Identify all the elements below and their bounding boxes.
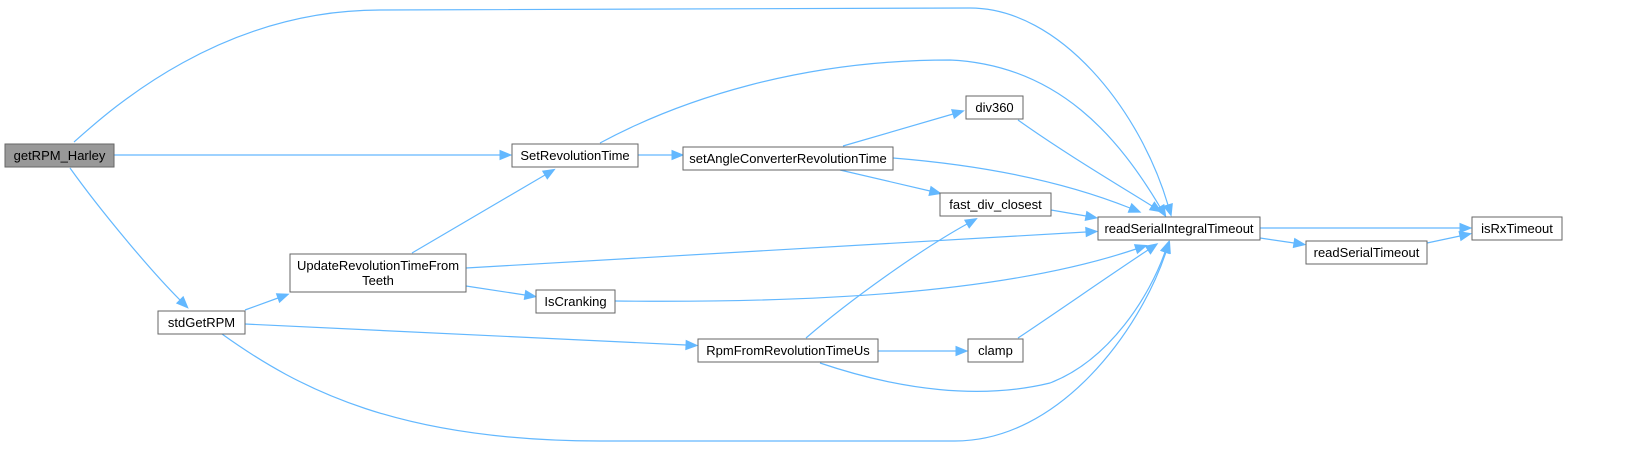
node-box [939,192,1052,217]
node-box [511,143,639,168]
edge-std-get-rpm-to-rpm-from-revolution-time-us-arrowhead [685,339,699,351]
edge-std-get-rpm-to-update-revolution-time-from-teeth-arrowhead [275,293,290,304]
edge-set-angle-converter-revolution-time-to-read-serial-integral-timeout-arrowhead [1127,202,1142,213]
edge-set-angle-converter-revolution-time-to-fast-div-closest-arrowhead [928,185,942,197]
edge-read-serial-integral-timeout-to-read-serial-timeout-arrowhead [1292,237,1307,249]
node-box [967,338,1024,363]
node-box [4,143,115,168]
edge-set-angle-converter-revolution-time-to-div360 [842,113,954,147]
node-box [289,253,467,293]
node-label: setAngleConverterRevolutionTime [689,151,887,166]
node-read-serial-integral-timeout[interactable]: readSerialIntegralTimeout [1097,216,1261,241]
edge-update-revolution-time-from-teeth-to-read-serial-integral-timeout-arrowhead [1085,226,1099,238]
edge-read-serial-timeout-to-is-rx-timeout [1426,235,1461,244]
node-set-angle-converter-revolution-time[interactable]: setAngleConverterRevolutionTime [682,146,894,171]
node-label: isRxTimeout [1481,221,1553,236]
edge-fast-div-closest-to-read-serial-integral-timeout-arrowhead [1084,210,1099,222]
node-rpm-from-revolution-time-us[interactable]: RpmFromRevolutionTimeUs [697,338,879,363]
edge-div360-to-read-serial-integral-timeout-arrowhead [1148,201,1163,213]
node-label: readSerialTimeout [1314,245,1420,260]
edge-clamp-to-read-serial-integral-timeout [1017,249,1149,339]
edge-rpm-from-revolution-time-us-to-clamp-arrowhead [955,345,969,357]
edge-rpm-from-revolution-time-us-to-fast-div-closest [805,223,968,339]
edge-clamp-to-read-serial-integral-timeout-arrowhead [1144,243,1159,255]
edge-set-revolution-time-to-read-serial-integral-timeout [599,59,1161,208]
node-label: stdGetRPM [168,315,235,330]
edge-is-cranking-to-read-serial-integral-timeout [614,248,1137,302]
edge-get-rpm-harley-to-read-serial-integral-timeout [73,7,1169,206]
edge-update-revolution-time-from-teeth-to-read-serial-integral-timeout [465,231,1087,269]
edges-layer [69,7,1473,442]
node-box [535,289,616,314]
node-is-cranking[interactable]: IsCranking [535,289,616,314]
node-label: clamp [978,343,1013,358]
edge-get-rpm-harley-to-set-revolution-time-arrowhead [499,149,513,161]
node-label: fast_div_closest [949,197,1042,212]
edge-std-get-rpm-to-rpm-from-revolution-time-us [244,323,687,346]
edge-fast-div-closest-to-read-serial-integral-timeout [1050,209,1087,217]
edge-set-angle-converter-revolution-time-to-read-serial-integral-timeout [892,157,1131,209]
edge-set-revolution-time-to-set-angle-converter-revolution-time-arrowhead [671,149,685,161]
node-label: SetRevolutionTime [520,148,629,163]
node-is-rx-timeout[interactable]: isRxTimeout [1471,216,1563,241]
edge-set-angle-converter-revolution-time-to-fast-div-closest [839,169,931,192]
edge-update-revolution-time-from-teeth-to-is-cranking-arrowhead [523,289,538,301]
node-label: div360 [975,100,1013,115]
node-label: getRPM_Harley [14,148,106,163]
edge-is-cranking-to-read-serial-integral-timeout-arrowhead [1133,244,1148,255]
node-box [682,146,894,171]
edge-read-serial-integral-timeout-to-is-rx-timeout-arrowhead [1459,222,1473,234]
node-box [157,310,246,335]
node-std-get-rpm[interactable]: stdGetRPM [157,310,246,335]
edge-update-revolution-time-from-teeth-to-is-cranking [465,285,526,296]
edge-rpm-from-revolution-time-us-to-read-serial-integral-timeout [819,251,1166,392]
node-box [1305,240,1428,265]
node-label: Teeth [362,273,394,288]
edge-rpm-from-revolution-time-us-to-read-serial-integral-timeout-arrowhead [1159,240,1170,255]
edge-read-serial-timeout-to-is-rx-timeout-arrowhead [1458,230,1473,242]
edge-update-revolution-time-from-teeth-to-set-revolution-time-arrowhead [541,168,556,180]
node-label: RpmFromRevolutionTimeUs [706,343,870,358]
edge-get-rpm-harley-to-std-get-rpm [69,167,181,301]
edge-set-angle-converter-revolution-time-to-div360-arrowhead [951,109,965,120]
edge-std-get-rpm-to-read-serial-integral-timeout [221,251,1167,442]
node-set-revolution-time[interactable]: SetRevolutionTime [511,143,639,168]
node-get-rpm-harley[interactable]: getRPM_Harley [4,143,115,168]
node-label: readSerialIntegralTimeout [1104,221,1253,236]
edge-get-rpm-harley-to-std-get-rpm-arrowhead [175,295,189,309]
node-box [697,338,879,363]
nodes-layer: getRPM_Harley SetRevolutionTime stdGetRPM U… [4,95,1563,363]
edge-div360-to-read-serial-integral-timeout [1017,119,1153,207]
node-clamp[interactable]: clamp [967,338,1024,363]
node-fast-div-closest[interactable]: fast_div_closest [939,192,1052,217]
edge-get-rpm-harley-to-read-serial-integral-timeout-arrowhead [1162,203,1173,217]
edge-rpm-from-revolution-time-us-to-fast-div-closest-arrowhead [963,218,978,229]
node-box [965,95,1024,120]
node-box [1097,216,1261,241]
edge-update-revolution-time-from-teeth-to-set-revolution-time [411,174,546,254]
edge-read-serial-integral-timeout-to-read-serial-timeout [1259,237,1295,244]
node-label: IsCranking [544,294,606,309]
node-read-serial-timeout[interactable]: readSerialTimeout [1305,240,1428,265]
edge-std-get-rpm-to-update-revolution-time-from-teeth [244,297,279,311]
node-label: UpdateRevolutionTimeFrom [297,258,459,273]
node-box [1471,216,1563,241]
node-div360[interactable]: div360 [965,95,1024,120]
